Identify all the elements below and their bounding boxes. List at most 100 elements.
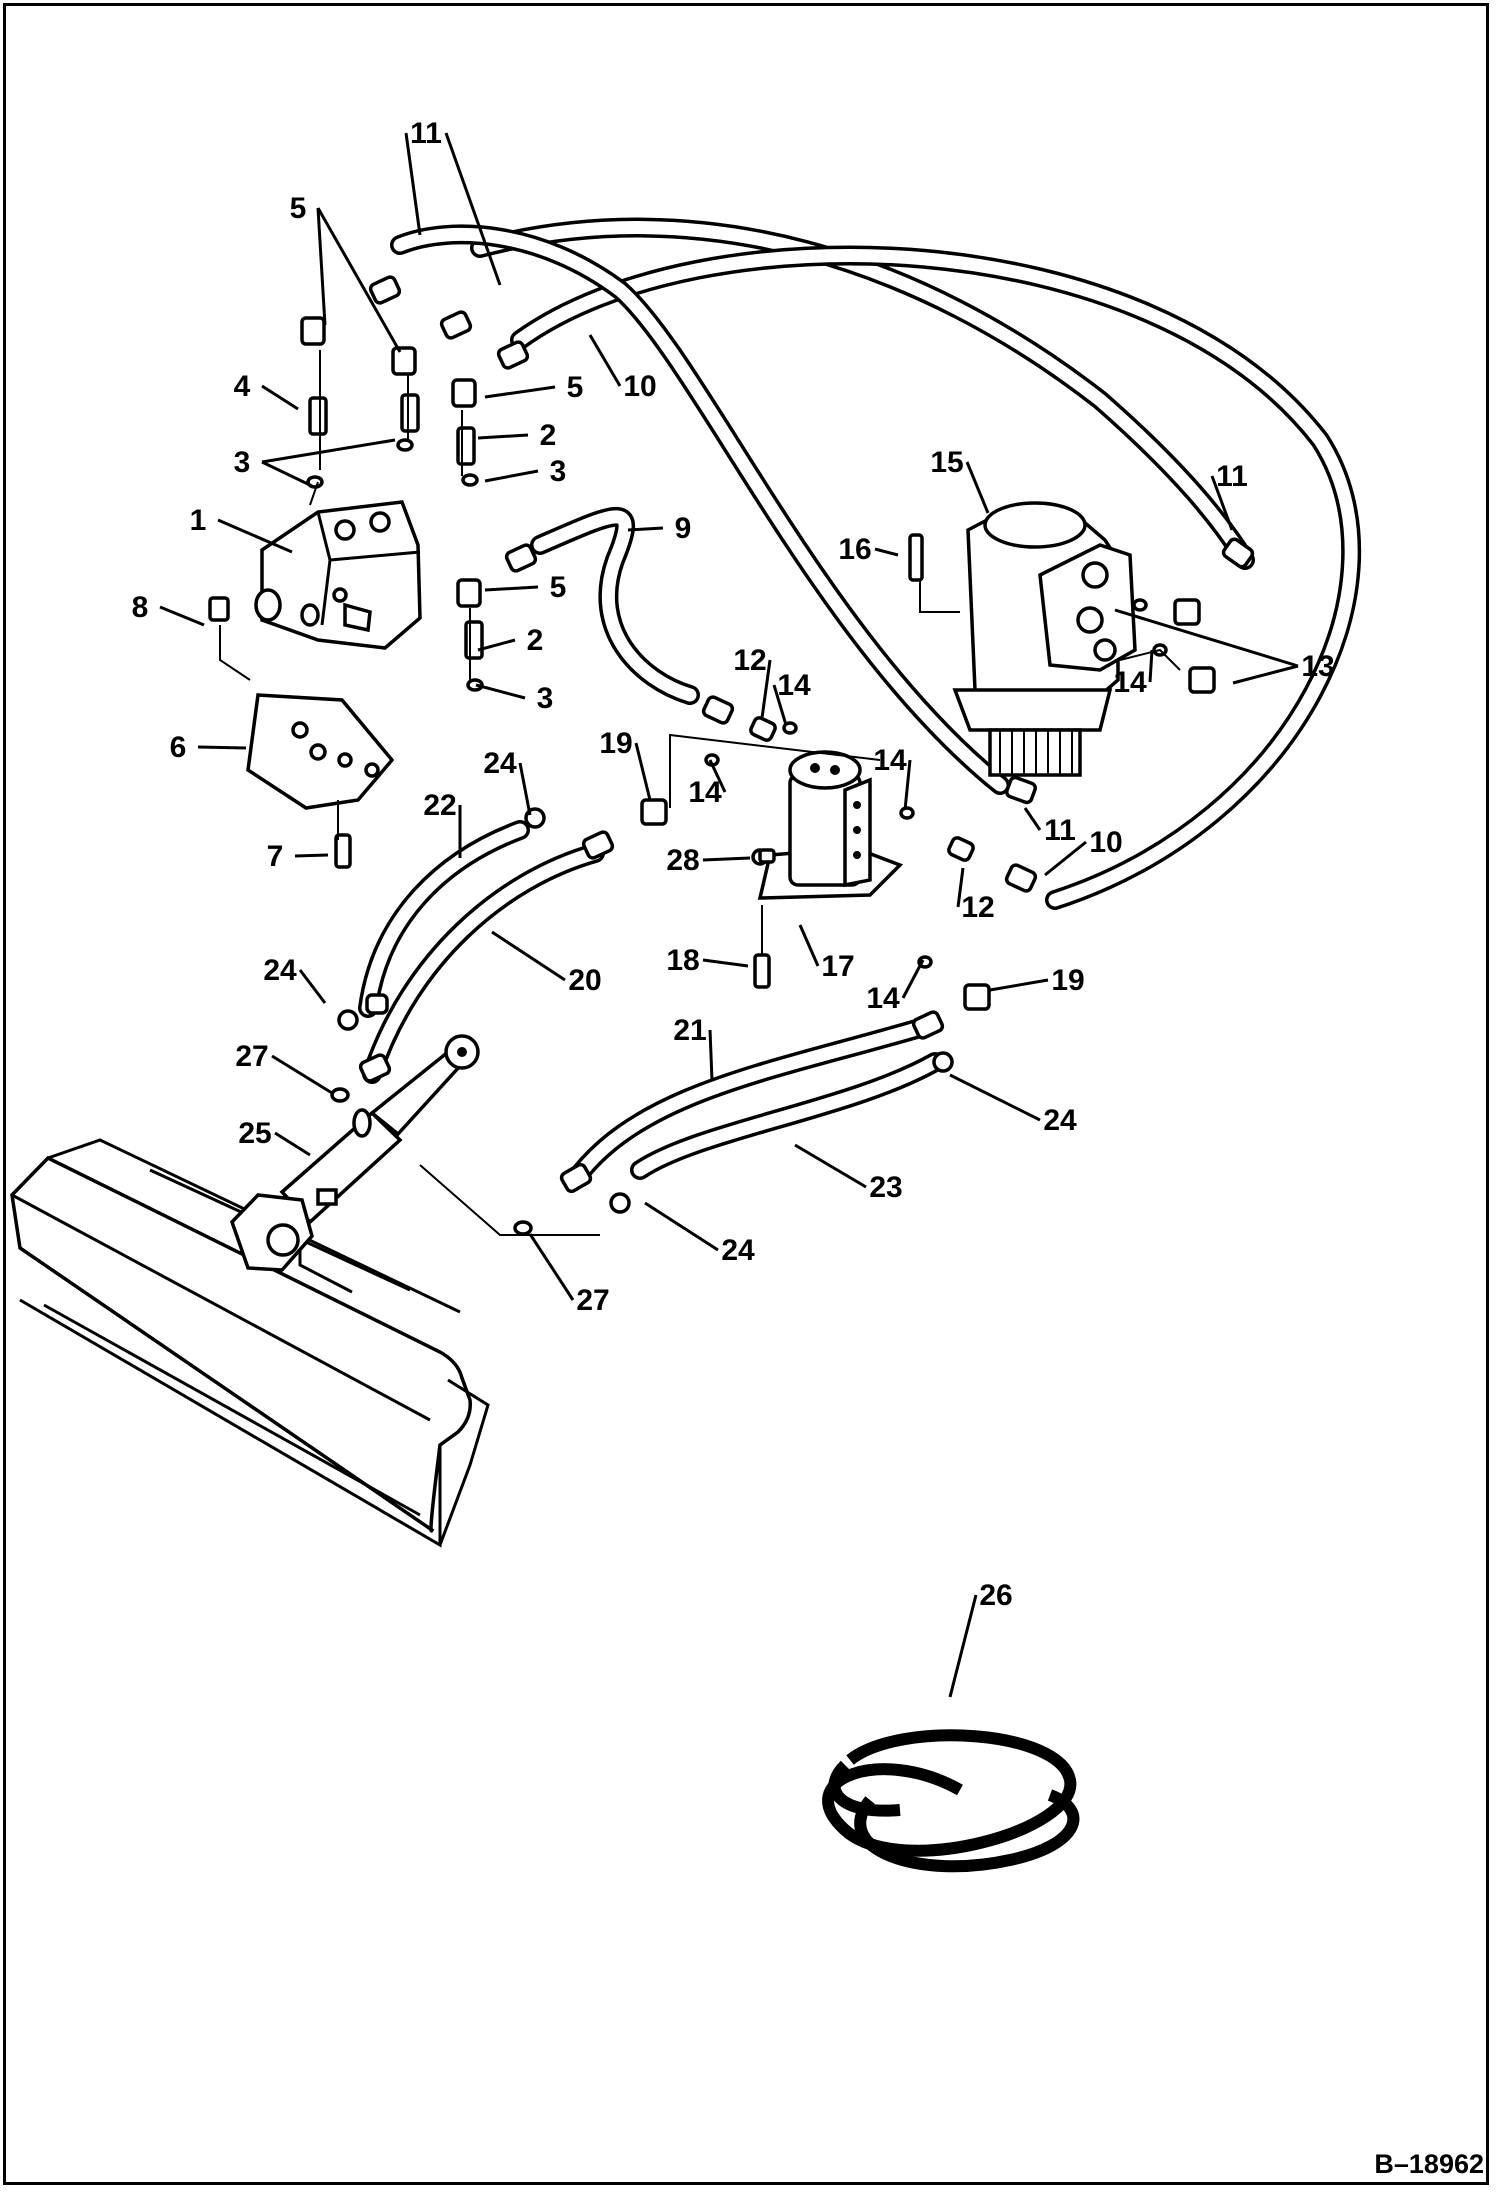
leader-line-5 bbox=[484, 585, 539, 592]
callout-10: 10 bbox=[623, 370, 656, 403]
leader-line-25 bbox=[274, 1131, 311, 1157]
callout-20: 20 bbox=[568, 964, 601, 997]
callout-3: 3 bbox=[550, 455, 567, 488]
callout-21: 21 bbox=[673, 1014, 706, 1047]
leader-line-14 bbox=[901, 959, 925, 999]
callout-3: 3 bbox=[537, 682, 554, 715]
fittings bbox=[208, 275, 1255, 1236]
leader-line-1 bbox=[217, 518, 293, 554]
leader-line-4 bbox=[261, 384, 299, 411]
callout-26: 26 bbox=[979, 1579, 1012, 1612]
callout-16: 16 bbox=[838, 533, 871, 566]
callout-14: 14 bbox=[866, 982, 900, 1015]
callout-14: 14 bbox=[873, 744, 907, 777]
leader-line-16 bbox=[874, 547, 899, 557]
callout-11: 11 bbox=[410, 117, 442, 150]
hoses-21-23 bbox=[565, 1015, 945, 1190]
leader-line-19 bbox=[634, 742, 652, 801]
assembly-lines bbox=[219, 350, 1181, 1236]
callout-19: 19 bbox=[599, 727, 632, 760]
callout-24: 24 bbox=[1043, 1104, 1077, 1137]
leader-line-14 bbox=[1148, 649, 1154, 683]
leader-line-8 bbox=[159, 605, 205, 627]
leader-line-10 bbox=[1044, 840, 1087, 877]
leader-line-23 bbox=[794, 1143, 867, 1189]
callout-25: 25 bbox=[238, 1117, 271, 1150]
callout-24: 24 bbox=[721, 1234, 755, 1267]
callout-12: 12 bbox=[733, 644, 766, 677]
callout-5: 5 bbox=[290, 192, 307, 225]
leader-line-5 bbox=[316, 207, 402, 353]
callout-23: 23 bbox=[869, 1171, 902, 1204]
callout-12: 12 bbox=[961, 891, 994, 924]
leader-line-6 bbox=[197, 745, 247, 750]
leader-line-7 bbox=[294, 853, 329, 858]
callout-17: 17 bbox=[821, 950, 854, 983]
callout-5: 5 bbox=[550, 571, 567, 604]
callout-2: 2 bbox=[540, 419, 557, 452]
drawing-frame bbox=[3, 3, 1489, 2185]
callout-14: 14 bbox=[777, 669, 811, 702]
callout-2: 2 bbox=[527, 624, 544, 657]
dozer-blade bbox=[10, 1138, 490, 1548]
leader-line-13 bbox=[1114, 608, 1299, 668]
callout-10: 10 bbox=[1089, 826, 1122, 859]
leader-line-2 bbox=[477, 638, 516, 652]
callout-19: 19 bbox=[1051, 964, 1084, 997]
leader-line-11 bbox=[444, 132, 502, 286]
leader-line-10 bbox=[588, 334, 622, 387]
leader-line-28 bbox=[702, 856, 751, 862]
hoses-20-22 bbox=[358, 820, 605, 1084]
leader-line-12 bbox=[956, 867, 965, 908]
leader-line-2 bbox=[477, 433, 529, 440]
callout-27: 27 bbox=[235, 1040, 268, 1073]
leader-line-3 bbox=[484, 469, 539, 483]
leader-line-11 bbox=[1210, 475, 1234, 531]
leader-line-5 bbox=[484, 385, 556, 399]
callout-13: 13 bbox=[1301, 650, 1334, 683]
callout-1: 1 bbox=[190, 504, 207, 537]
control-valve bbox=[254, 500, 422, 650]
callout-5: 5 bbox=[567, 371, 584, 404]
callout-24: 24 bbox=[263, 954, 297, 987]
leader-line-17 bbox=[798, 924, 820, 967]
leader-line-18 bbox=[702, 958, 749, 968]
callout-7: 7 bbox=[267, 840, 284, 873]
leader-line-24 bbox=[644, 1201, 719, 1252]
leader-line-26 bbox=[948, 1594, 978, 1698]
leader-line-13 bbox=[1232, 664, 1299, 685]
callout-27: 27 bbox=[576, 1284, 609, 1317]
callout-11: 11 bbox=[1216, 460, 1248, 493]
leader-line-5 bbox=[316, 207, 327, 326]
leader-line-14 bbox=[903, 759, 912, 811]
leader-line-14 bbox=[708, 759, 727, 793]
leader-line-27 bbox=[528, 1233, 575, 1301]
callout-15: 15 bbox=[930, 446, 963, 479]
leader-line-27 bbox=[271, 1054, 333, 1095]
callout-9: 9 bbox=[675, 512, 692, 545]
hose-9 bbox=[530, 506, 700, 705]
callout-3: 3 bbox=[234, 446, 251, 479]
swing-motor bbox=[952, 501, 1137, 777]
hoses-10-11 bbox=[390, 217, 1362, 910]
mounting-plate bbox=[246, 693, 395, 810]
leader-line-9 bbox=[627, 526, 664, 532]
callout-4: 4 bbox=[234, 370, 251, 403]
callout-11: 11 bbox=[1044, 814, 1076, 847]
leader-line-11 bbox=[404, 132, 422, 236]
callout-6: 6 bbox=[170, 731, 187, 764]
callout-8: 8 bbox=[132, 591, 149, 624]
callout-14: 14 bbox=[688, 776, 722, 809]
leader-line-3 bbox=[475, 683, 526, 700]
leader-line-15 bbox=[965, 461, 990, 514]
swivel-joint bbox=[751, 750, 904, 900]
leader-line-3 bbox=[261, 438, 396, 464]
callout-24: 24 bbox=[483, 747, 517, 780]
leader-line-20 bbox=[491, 930, 566, 982]
leader-line-11 bbox=[1023, 807, 1042, 831]
blade-cylinder bbox=[229, 1034, 480, 1272]
callout-18: 18 bbox=[666, 944, 699, 977]
leader-line-24 bbox=[298, 969, 327, 1004]
